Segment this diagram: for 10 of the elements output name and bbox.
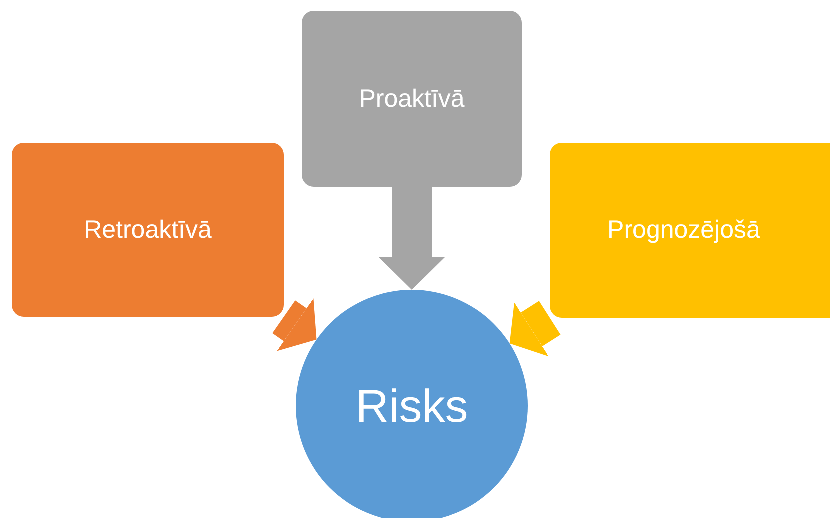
node-label: Risks — [356, 379, 468, 433]
block-arrow — [272, 298, 317, 352]
block-arrow — [378, 187, 446, 290]
node-label: Retroaktīvā — [84, 216, 212, 244]
process-box — [302, 11, 522, 187]
block-arrow — [510, 301, 561, 357]
node-label: Proaktīvā — [359, 84, 465, 114]
node-label: Prognozējošā — [608, 216, 760, 245]
process-box — [550, 143, 830, 318]
process-box — [12, 143, 284, 317]
